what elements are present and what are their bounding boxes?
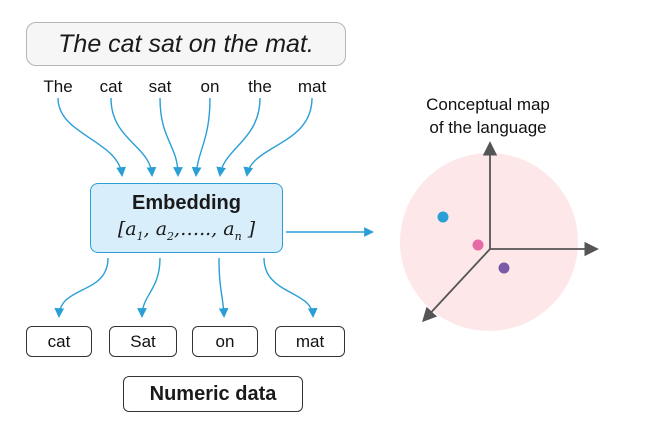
arrow-token-mat — [243, 97, 313, 177]
token-the-2: the — [248, 77, 272, 96]
vector-close: ] — [241, 218, 256, 240]
concept-point-pink — [472, 239, 484, 251]
concept-map-title-line1: Conceptual map — [426, 95, 550, 114]
arrow-output-sat — [137, 257, 161, 318]
vector-sub1: 1 — [136, 229, 144, 243]
concept-map-title: Conceptual map of the language — [398, 93, 578, 139]
vector-sep1: , — [143, 218, 156, 240]
vector-a2: a — [155, 218, 168, 240]
output-box-on: on — [192, 326, 258, 357]
output-label-sat: Sat — [130, 331, 156, 351]
concept-map-title-line2: of the language — [429, 118, 547, 137]
embedding-title: Embedding — [132, 192, 241, 214]
arrow-token-on — [191, 97, 211, 177]
token-arrows — [57, 97, 313, 177]
concept-map-axes — [422, 141, 599, 323]
embedding-vector: [a1, a2,….., an ] — [91, 218, 282, 243]
numeric-data-label: Numeric data — [149, 382, 277, 405]
token-on: on — [200, 77, 220, 96]
vector-dots: ,….., — [174, 218, 224, 240]
token-sat: sat — [148, 77, 172, 96]
sentence-text: The cat sat on the mat. — [58, 29, 314, 58]
arrow-output-on — [218, 257, 229, 318]
vector-subn: n — [234, 229, 242, 243]
token-cat: cat — [99, 77, 123, 96]
output-box-sat: Sat — [109, 326, 177, 357]
numeric-data-box: Numeric data — [123, 376, 303, 412]
output-label-on: on — [215, 331, 235, 351]
output-box-cat: cat — [26, 326, 92, 357]
axis-down-left — [422, 248, 491, 323]
arrow-token-the — [57, 97, 126, 177]
token-the: The — [43, 77, 73, 96]
token-mat: mat — [297, 77, 327, 96]
concept-point-purple — [498, 262, 510, 274]
output-arrows — [54, 257, 318, 318]
output-box-mat: mat — [275, 326, 345, 357]
output-label-cat: cat — [47, 331, 71, 351]
embedding-box: Embedding [a1, a2,….., an ] — [90, 183, 283, 253]
concept-point-blue — [437, 211, 449, 223]
vector-sub2: 2 — [167, 229, 175, 243]
output-label-mat: mat — [295, 331, 325, 351]
arrow-token-the2 — [216, 97, 261, 177]
vector-an: a — [223, 218, 235, 240]
arrow-token-cat — [110, 97, 157, 177]
arrow-token-sat — [159, 97, 183, 177]
arrow-output-cat — [54, 257, 109, 318]
sentence-box: The cat sat on the mat. — [26, 22, 346, 66]
arrow-output-mat — [263, 257, 318, 318]
vector-a1: a — [125, 218, 137, 240]
concept-map-disc — [400, 153, 578, 331]
vector-open: [ — [117, 218, 126, 240]
